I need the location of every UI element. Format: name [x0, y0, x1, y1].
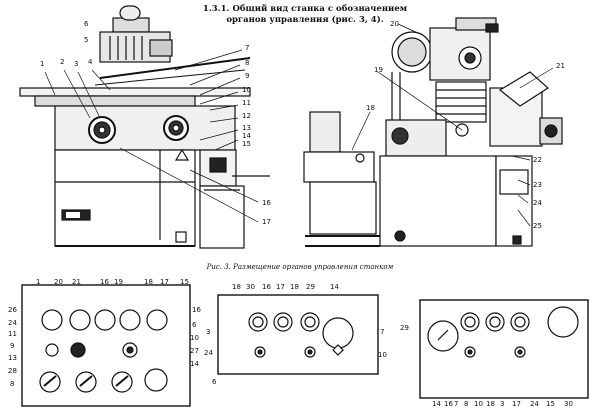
callout: 19 [374, 66, 383, 74]
callout: 22 [533, 156, 542, 164]
callout: 11 [242, 99, 251, 107]
callout: 7 [380, 328, 384, 336]
callout: 28 [8, 367, 17, 375]
callouts-panel-3: 29 14 16 7 8 10 18 3 17 24 15 30 [400, 324, 573, 408]
callout: 24 [530, 400, 539, 408]
callout: 5 [84, 36, 88, 44]
callout: 3 [500, 400, 504, 408]
callout: 18 [366, 104, 375, 112]
callout: 1 [36, 278, 40, 286]
callout: 3 [206, 328, 210, 336]
callouts-side-view: 18 19 20 21 22 23 24 25 [366, 20, 565, 230]
callout: 6 [192, 321, 197, 329]
callout: 16 [262, 283, 271, 291]
callout: 14 [330, 283, 339, 291]
callout: 30 [564, 400, 573, 408]
callout: 16 [192, 306, 201, 314]
callout: 10 [242, 86, 251, 94]
callouts-panel-1: 1 20 21 16 19 18 17 15 26 24 11 9 13 28 … [8, 278, 201, 388]
callout: 17 [160, 278, 169, 286]
callout: 24 [533, 199, 542, 207]
callouts-front-view: 1 2 3 4 5 6 7 8 9 10 11 12 13 14 15 16 1… [40, 20, 271, 226]
callout: 27 [190, 347, 199, 355]
callout: 15 [546, 400, 555, 408]
callout: 24 [8, 319, 17, 327]
control-panel-1 [21, 284, 191, 407]
callout: 7 [245, 44, 249, 52]
control-panel-3 [419, 299, 589, 399]
section-title: 1.3.1. Общий вид станка с обозначением [202, 4, 408, 14]
callout: 13 [242, 124, 251, 132]
callout: 26 [8, 306, 17, 314]
callout: 8 [464, 400, 468, 408]
callout: 9 [10, 342, 14, 350]
callout: 18 [232, 283, 241, 291]
callout: 10 [190, 334, 199, 342]
callout: 8 [10, 380, 14, 388]
callout: 23 [533, 181, 542, 189]
callout: 13 [8, 354, 17, 362]
callout: 7 [454, 400, 458, 408]
callout: 15 [242, 140, 251, 148]
callout: 19 [114, 278, 123, 286]
callout: 8 [245, 59, 249, 67]
callouts-panel-2: 18 30 16 17 18 29 14 3 7 24 10 6 [204, 283, 387, 386]
machine-front-view [19, 5, 270, 249]
callout: 20 [390, 20, 399, 28]
callout: 18 [486, 400, 495, 408]
callout: 17 [262, 218, 271, 226]
machine-side-view [303, 17, 563, 247]
callout: 21 [72, 278, 81, 286]
callout: 16 [100, 278, 109, 286]
callout: 11 [8, 330, 17, 338]
control-panel-2 [217, 294, 379, 375]
callout: 21 [556, 62, 565, 70]
callout: 29 [400, 324, 409, 332]
callout: 3 [74, 60, 78, 68]
callout: 14 [432, 400, 441, 408]
callout: 10 [474, 400, 483, 408]
callout: 18 [144, 278, 153, 286]
callout: 29 [306, 283, 315, 291]
callout: 14 [190, 360, 199, 368]
callout: 30 [246, 283, 255, 291]
callout: 18 [290, 283, 299, 291]
section-subtitle: органов управления (рис. 3, 4). [226, 15, 384, 25]
callout: 14 [242, 132, 251, 140]
callout: 9 [245, 72, 249, 80]
callout: 25 [533, 222, 542, 230]
figure-caption: Рис. 3. Размещение органов управления ст… [206, 263, 394, 271]
callout: 17 [276, 283, 285, 291]
callout: 4 [88, 58, 93, 66]
callout: 6 [84, 20, 89, 28]
callout: 17 [512, 400, 521, 408]
callout: 2 [60, 58, 64, 66]
section-heading: 1.3.1. Общий вид станка с обозначением о… [190, 4, 420, 26]
callout: 16 [444, 400, 453, 408]
callout: 16 [262, 199, 271, 207]
callout: 1 [40, 60, 44, 68]
callout: 15 [180, 278, 189, 286]
callout: 20 [54, 278, 63, 286]
callout: 12 [242, 112, 251, 120]
callout: 6 [212, 378, 217, 386]
callout: 24 [204, 349, 213, 357]
callout: 10 [378, 351, 387, 359]
